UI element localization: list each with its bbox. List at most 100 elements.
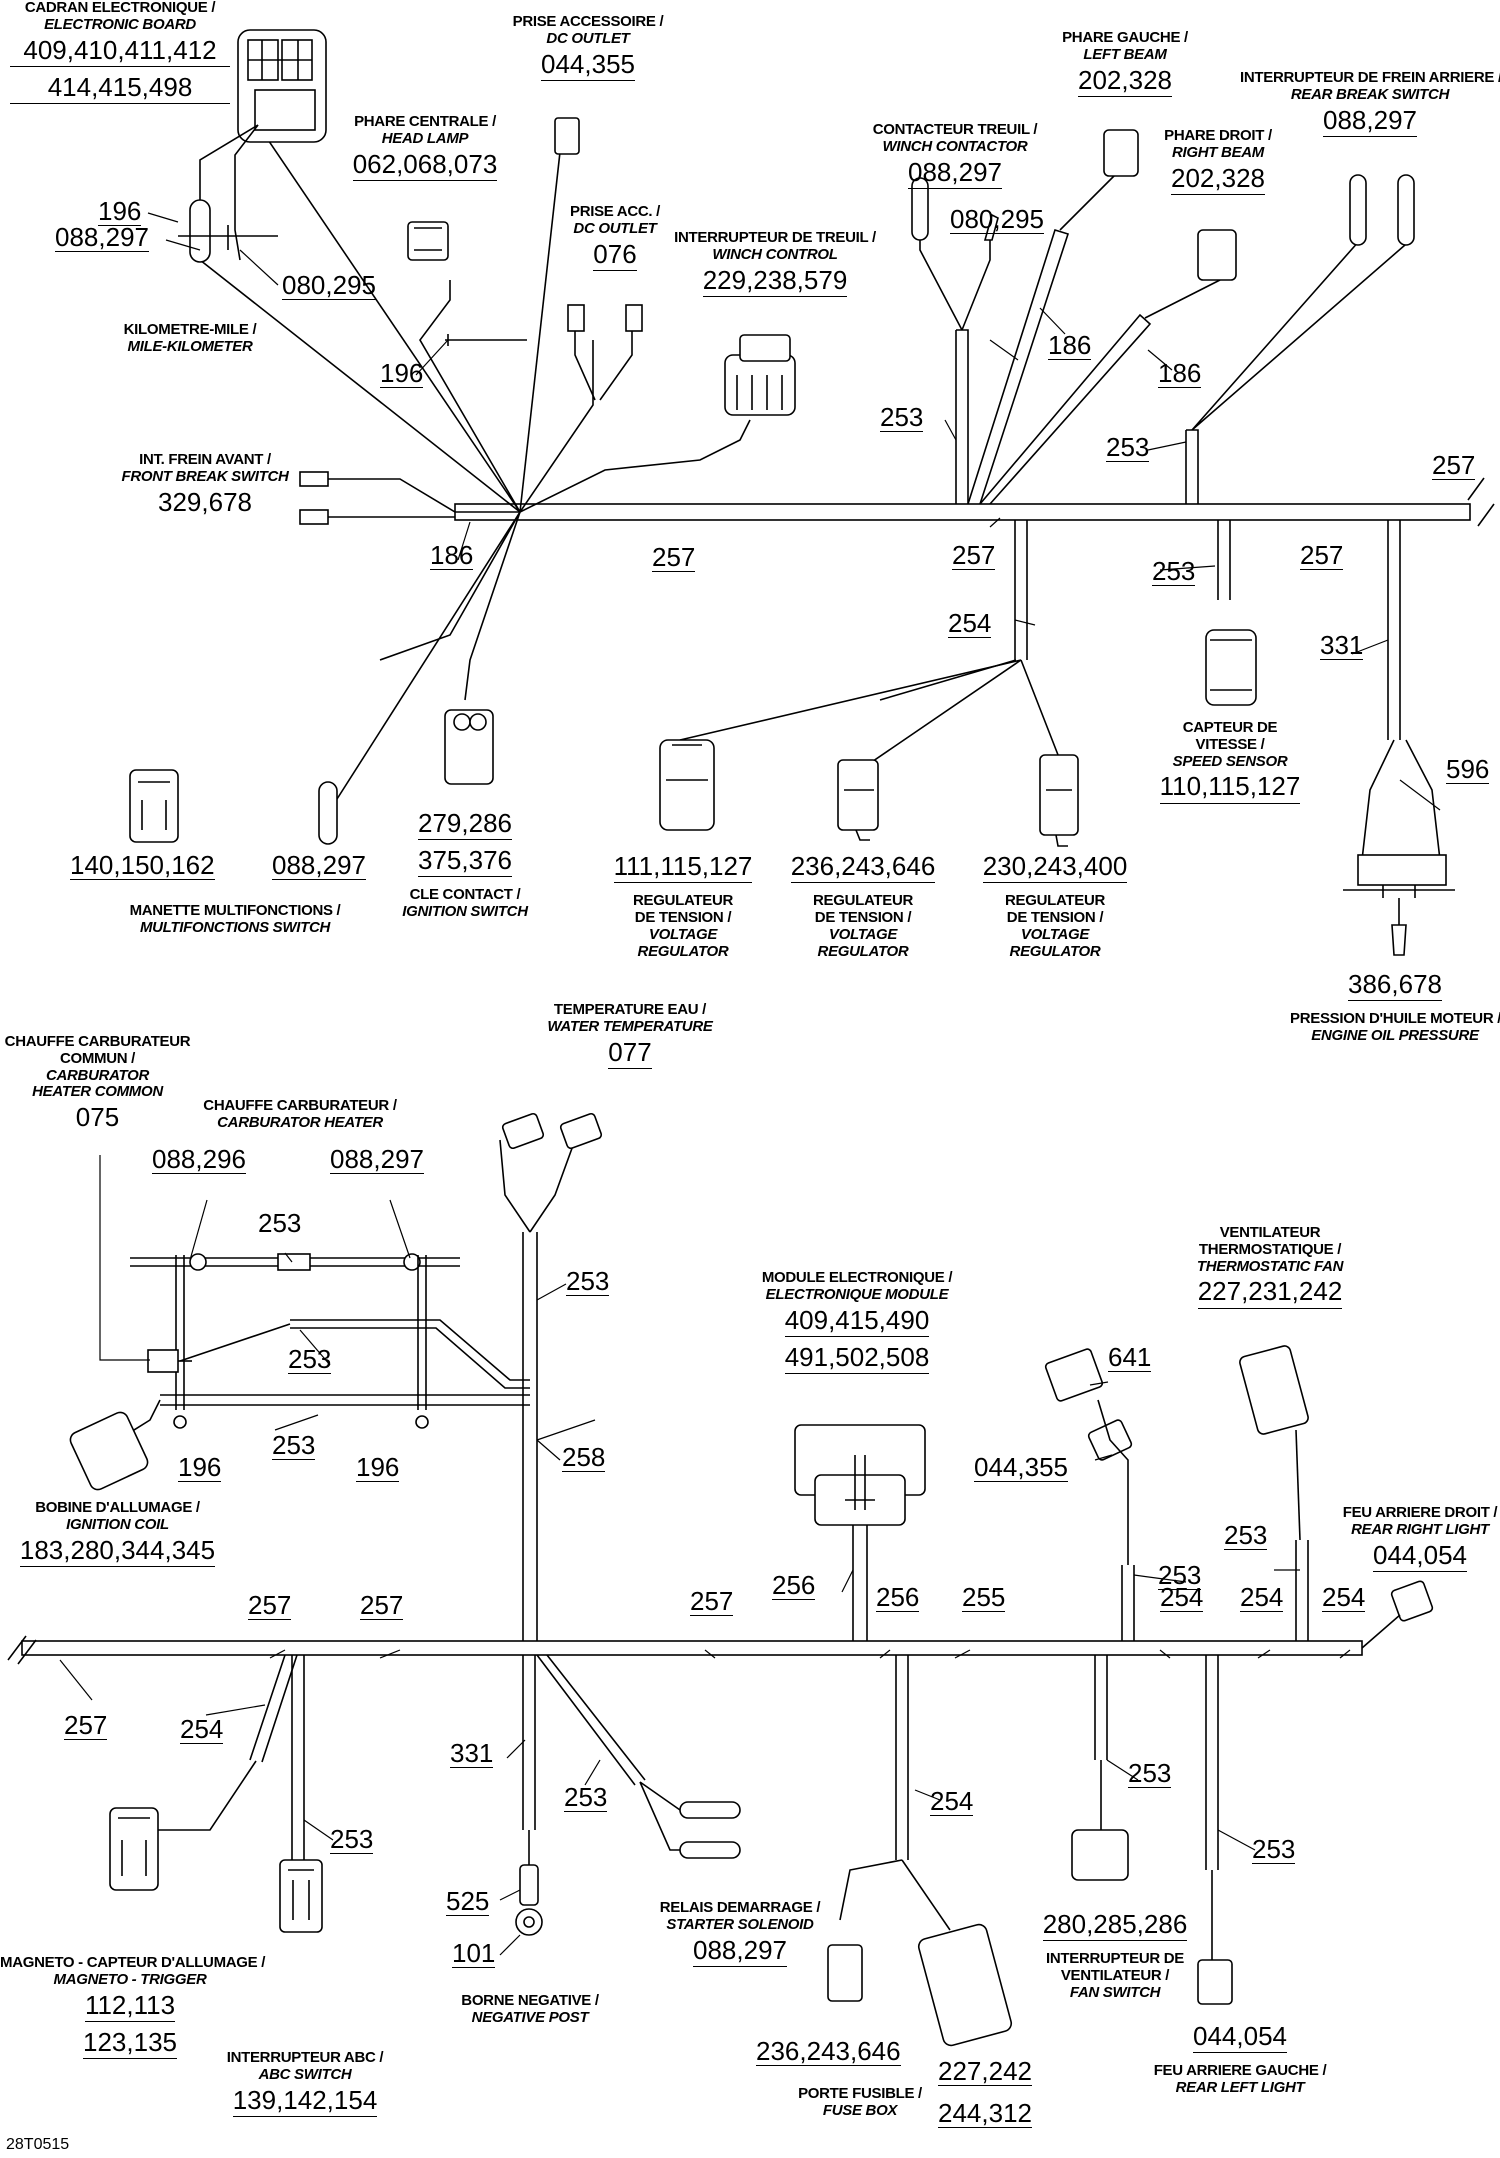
carb-heater-common-label: CHAUFFE CARBURATEUR COMMUN / CARBURATOR … — [4, 1033, 191, 1133]
code-044355: 044,355 — [974, 1452, 1068, 1482]
code-253: 253 — [1152, 556, 1196, 586]
code-254: 254 — [180, 1714, 224, 1744]
fan-switch — [1071, 1829, 1129, 1881]
winch-control-switch — [724, 334, 796, 416]
code-088297: 088,297 — [330, 1144, 424, 1174]
code-257: 257 — [952, 540, 996, 570]
front-brake-terminal-1 — [299, 471, 329, 487]
harness-break-right — [1467, 477, 1495, 527]
dc-outlet-2-label: PRISE ACC. /DC OUTLET 076 — [545, 203, 685, 271]
code-257: 257 — [1300, 540, 1344, 570]
code-140150162: 140,150,162 — [70, 850, 215, 880]
carb-heater-harness — [109, 1253, 530, 1446]
rear-right-light-label: FEU ARRIERE DROIT /REAR RIGHT LIGHT 044,… — [1340, 1504, 1500, 1572]
carb-heater-label: CHAUFFE CARBURATEUR /CARBURATOR HEATER — [203, 1097, 397, 1131]
oil-pressure-branch — [1387, 520, 1401, 740]
code-254: 254 — [948, 608, 992, 638]
mile-km-harness — [178, 124, 278, 263]
code-331: 331 — [1320, 630, 1364, 660]
code-196: 196 — [356, 1452, 400, 1482]
code-256: 256 — [772, 1570, 816, 1600]
code-101: 101 — [452, 1938, 496, 1968]
code-196: 196 — [178, 1452, 222, 1482]
multifunction-label: MANETTE MULTIFONCTIONS /MULTIFONCTIONS S… — [129, 902, 341, 936]
vreg-trunk — [1014, 520, 1028, 660]
vreg-connectors — [659, 739, 1079, 847]
code-641: 641 — [1108, 1342, 1152, 1372]
document-id: 28T0515 — [6, 2136, 70, 2153]
code-257: 257 — [652, 542, 696, 572]
rear-brake-branch — [1185, 429, 1199, 504]
head-lamp-label: PHARE CENTRALE /HEAD LAMP 062,068,073 — [340, 113, 510, 181]
solenoid-branch — [536, 1654, 646, 1786]
code-257: 257 — [64, 1710, 108, 1740]
code-236243646: 236,243,646 — [756, 2036, 901, 2066]
mile-km-label: KILOMETRE-MILE /MILE-KILOMETER — [123, 321, 257, 355]
vreg-1-label: 111,115,127 REGULATEUR DE TENSION / VOLT… — [613, 851, 753, 960]
abc-branch — [291, 1655, 305, 1860]
magneto-branch — [249, 1654, 298, 1763]
code-255: 255 — [962, 1582, 1006, 1612]
code-525: 525 — [446, 1886, 490, 1916]
code-088297: 088,297 — [55, 222, 149, 252]
abc-switch-label: INTERRUPTEUR ABC /ABC SWITCH 139,142,154 — [205, 2049, 405, 2117]
code-227242: 227,242 — [938, 2056, 1032, 2086]
code-253: 253 — [1252, 1834, 1296, 1864]
code-253: 253 — [1158, 1560, 1202, 1590]
oil-pressure-label: 386,678 PRESSION D'HUILE MOTEUR /ENGINE … — [1290, 969, 1500, 1044]
left-beam-branch — [967, 229, 1070, 505]
code-186: 186 — [1048, 330, 1092, 360]
code-196: 196 — [380, 358, 424, 388]
harness-break-left — [7, 1635, 37, 1665]
main-harness-top — [454, 503, 1471, 521]
rear-right-light-connector — [1390, 1580, 1434, 1622]
multifunction-switch — [129, 769, 179, 843]
magneto-label: MAGNETO - CAPTEUR D'ALLUMAGE /MAGNETO - … — [0, 1954, 265, 2059]
top-splice-wires — [199, 124, 751, 811]
left-beam-label: PHARE GAUCHE /LEFT BEAM 202,328 — [1045, 29, 1205, 97]
speed-sensor-branch — [1217, 520, 1231, 600]
code-186: 186 — [430, 540, 474, 570]
main-harness-bottom — [21, 1640, 1363, 1656]
negative-post-label: BORNE NEGATIVE /NEGATIVE POST — [461, 1992, 599, 2026]
water-temp-label: TEMPERATURE EAU /WATER TEMPERATURE 077 — [530, 1001, 730, 1069]
fuse-box-label: PORTE FUSIBLE /FUSE BOX — [798, 2085, 922, 2119]
electronic-module-label: MODULE ELECTRONIQUE /ELECTRONIQUE MODULE… — [742, 1269, 972, 1374]
abc-switch — [279, 1859, 323, 1933]
code-080295: 080,295 — [282, 270, 376, 300]
code-253: 253 — [1128, 1758, 1172, 1788]
fan-switch-label: 280,285,286 INTERRUPTEUR DE VENTILATEUR … — [1042, 1909, 1188, 2001]
code-253: 253 — [272, 1430, 316, 1460]
right-beam-branch — [979, 313, 1152, 505]
code-253: 253 — [330, 1824, 374, 1854]
fan-switch-branch — [1094, 1655, 1108, 1760]
code-254: 254 — [930, 1786, 974, 1816]
code-331: 331 — [450, 1738, 494, 1768]
winch-control-label: INTERRUPTEUR DE TREUIL /WINCH CONTROL 22… — [660, 229, 890, 297]
code-254: 254 — [1240, 1582, 1284, 1612]
speed-sensor-label: CAPTEUR DE VITESSE / SPEED SENSOR 110,11… — [1140, 719, 1320, 804]
thermostatic-fan-label: VENTILATEUR THERMOSTATIQUE / THERMOSTATI… — [1160, 1224, 1380, 1309]
code-257: 257 — [690, 1586, 734, 1616]
ignition-coil — [69, 1411, 149, 1491]
water-temp-trunk — [522, 1232, 538, 1641]
code-258: 258 — [562, 1442, 606, 1472]
code-254: 254 — [1160, 1582, 1204, 1612]
code-253: 253 — [1106, 432, 1150, 462]
fuse-box-branch — [895, 1655, 909, 1860]
code-253: 253 — [258, 1208, 302, 1238]
code-088296: 088,296 — [152, 1144, 246, 1174]
front-brake-label: INT. FREIN AVANT /FRONT BREAK SWITCH 329… — [121, 451, 289, 517]
ignition-coil-label: BOBINE D'ALLUMAGE /IGNITION COIL 183,280… — [0, 1499, 235, 1567]
starter-solenoid-label: RELAIS DEMARRAGE /STARTER SOLENOID 088,2… — [640, 1899, 840, 1967]
vreg-2-label: 236,243,646 REGULATEUR DE TENSION / VOLT… — [790, 851, 936, 960]
front-brake-terminal-2 — [299, 509, 329, 525]
code-257: 257 — [248, 1590, 292, 1620]
rear-left-light-connector — [1197, 1959, 1233, 2005]
right-beam-label: PHARE DROIT /RIGHT BEAM 202,328 — [1138, 127, 1298, 195]
code-257: 257 — [360, 1590, 404, 1620]
negative-post-branch — [522, 1655, 536, 1830]
code-257: 257 — [1432, 450, 1476, 480]
code-253: 253 — [880, 402, 924, 432]
